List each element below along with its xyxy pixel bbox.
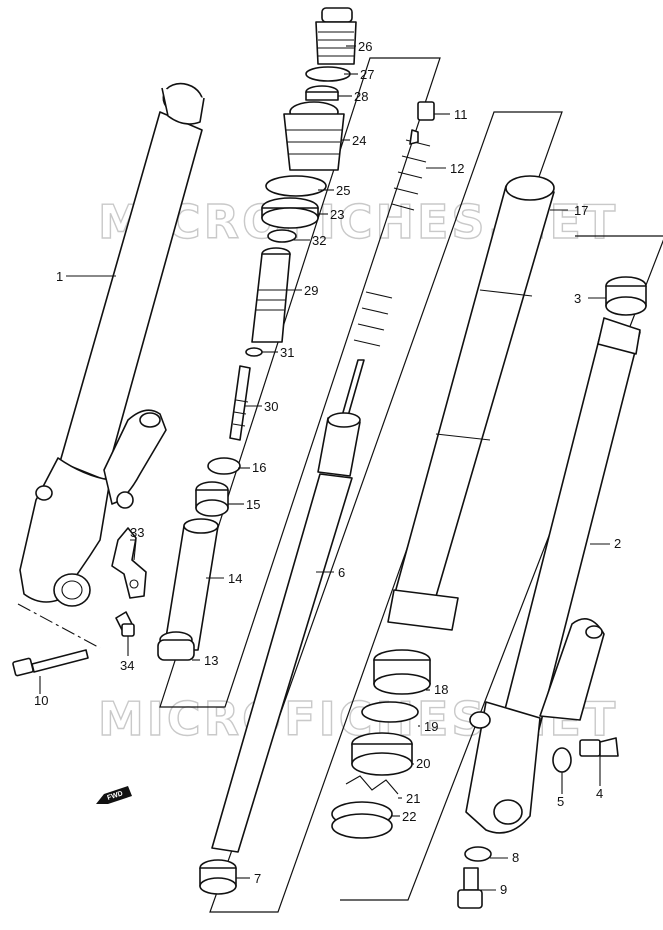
part-16-washer: [207, 457, 241, 475]
part-2-right-fork-leg: [465, 317, 641, 834]
callout-22: 22: [402, 809, 416, 824]
part-5-gasket: [552, 747, 572, 773]
callout-29: 29: [304, 283, 318, 298]
part-21-retainer-clip: [345, 775, 399, 795]
callout-25: 25: [336, 183, 350, 198]
part-1-left-fork-leg: [19, 82, 205, 607]
fwd-label: FWD: [106, 790, 123, 802]
part-22-guide-bush: [331, 801, 393, 839]
part-23-spacer: [261, 197, 319, 229]
callout-34: 34: [120, 658, 134, 673]
part-32-circlip: [267, 229, 297, 243]
callout-28: 28: [354, 89, 368, 104]
part-30-needle: [229, 365, 251, 441]
axis-line-left: [17, 603, 101, 649]
callout-30: 30: [264, 399, 278, 414]
callout-5: 5: [557, 794, 564, 809]
callout-20: 20: [416, 756, 430, 771]
callout-27: 27: [360, 67, 374, 82]
part-24-cap-assembly: [283, 101, 345, 171]
callout-26: 26: [358, 39, 372, 54]
inner-assembly-frame: [159, 57, 441, 708]
callout-1: 1: [56, 269, 63, 284]
callout-10: 10: [34, 693, 48, 708]
callout-labels: 1 2 3 4 5 6 7 8 9 10 11 12 13 14 15 16 1…: [34, 39, 621, 897]
callout-13: 13: [204, 653, 218, 668]
callout-2: 2: [614, 536, 621, 551]
callout-24: 24: [352, 133, 366, 148]
damper-rod-frame: [209, 111, 563, 913]
callout-19: 19: [424, 719, 438, 734]
fwd-direction-tag: FWD: [96, 786, 132, 804]
part-29-adjuster-rod: [251, 247, 291, 343]
part-26-cap-bolt: [315, 7, 357, 65]
callout-15: 15: [246, 497, 260, 512]
callout-12: 12: [450, 161, 464, 176]
part-34-bracket-bolt: [115, 611, 135, 637]
part-14-spacer-pipe: [163, 518, 219, 651]
part-31-ring: [245, 347, 263, 357]
callout-8: 8: [512, 850, 519, 865]
callout-31: 31: [280, 345, 294, 360]
part-27-o-ring: [305, 66, 351, 82]
callout-32: 32: [312, 233, 326, 248]
part-8-gasket: [464, 846, 492, 862]
part-19-stopper-ring: [361, 701, 419, 723]
part-6-damper-rod: [211, 359, 365, 853]
callout-3: 3: [574, 291, 581, 306]
callout-9: 9: [500, 882, 507, 897]
part-10-axle-bolt: [12, 649, 89, 677]
callout-7: 7: [254, 871, 261, 886]
outer-tube-frame: [340, 235, 663, 901]
callout-14: 14: [228, 571, 242, 586]
part-18-dust-seal: [373, 649, 431, 695]
callout-21: 21: [406, 791, 420, 806]
callout-18: 18: [434, 682, 448, 697]
part-4-drain-bolt: [579, 737, 619, 757]
callout-6: 6: [338, 565, 345, 580]
part-28-washer: [305, 85, 339, 101]
callout-33: 33: [130, 525, 144, 540]
callout-4: 4: [596, 786, 603, 801]
part-15-bush: [195, 481, 229, 517]
part-17-inner-tube: [387, 175, 555, 631]
leader-lines: [39, 45, 610, 891]
callout-16: 16: [252, 460, 266, 475]
callout-23: 23: [330, 207, 344, 222]
part-20-oil-seal: [351, 732, 413, 776]
callout-11: 11: [454, 107, 468, 122]
part-11-nut: [417, 101, 435, 121]
part-33-bracket: [111, 527, 147, 599]
part-9-bottom-bolt: [457, 867, 483, 909]
part-13-seat: [157, 631, 195, 661]
callout-17: 17: [574, 203, 588, 218]
part-7-oil-lock-piece: [199, 859, 237, 895]
part-3-slide-bush: [605, 276, 647, 316]
part-25-o-ring: [265, 175, 327, 197]
part-12-fork-spring: [353, 129, 431, 347]
